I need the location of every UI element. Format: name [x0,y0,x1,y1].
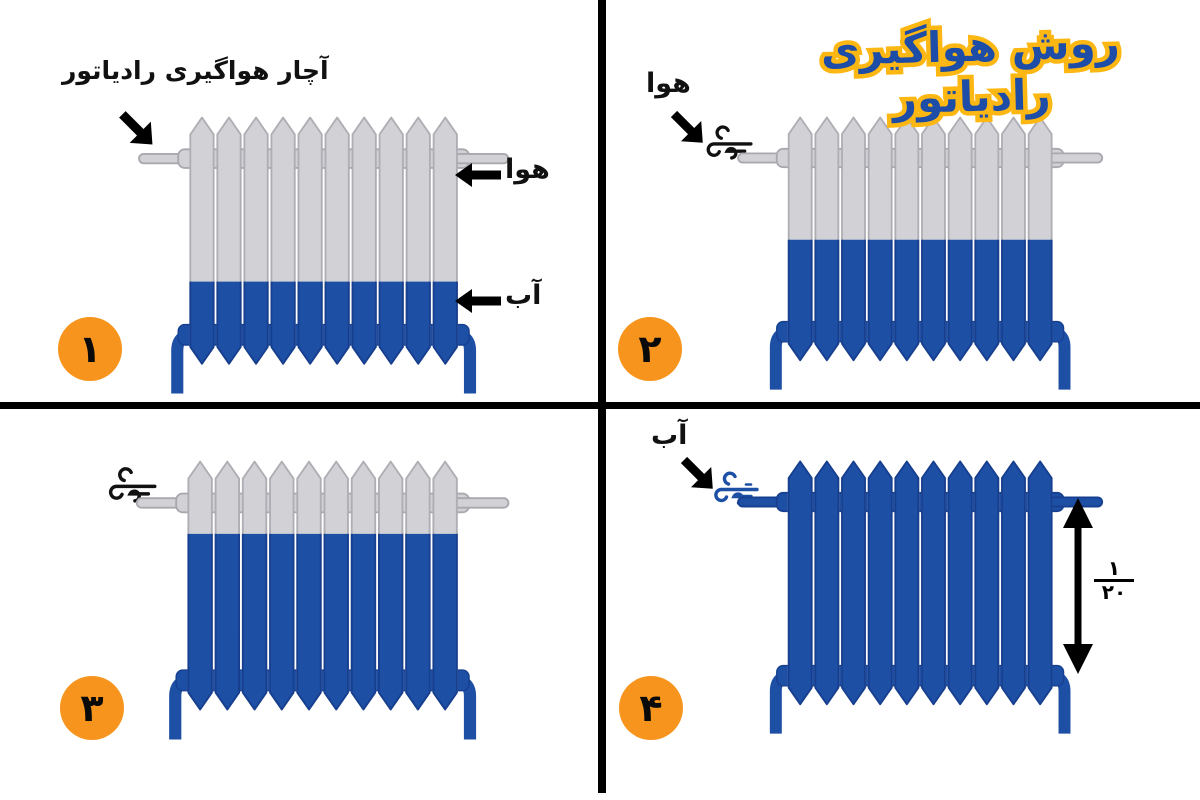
horizontal-divider [0,402,1200,409]
vertical-divider [598,0,606,793]
step-2-badge: ۲ [618,317,682,381]
air-pointer-arrow-icon [455,163,501,187]
fraction-denominator: ۲۰ [1094,579,1134,603]
radiator-3 [135,460,510,747]
water-label: آب [505,280,542,311]
page-title: روش هواگیری رادیاتور [816,14,1125,128]
step-1-badge: ۱ [58,317,122,381]
air-label: هوا [646,68,691,99]
air-label: هوا [505,154,550,185]
water-pointer-arrow-icon [455,289,501,313]
water-label: آب [651,420,688,451]
bleed-key-label: آچار هواگیری رادیاتور [62,56,329,85]
radiator-2 [737,116,1104,397]
fraction-numerator: ۱ [1107,556,1121,580]
radiator-1 [138,116,510,401]
step-4-badge: ۴ [619,676,683,740]
height-measure-arrow-icon [1063,498,1093,674]
measure-fraction: ۱ ۲۰ [1094,558,1134,603]
step-3-badge: ۳ [60,676,124,740]
